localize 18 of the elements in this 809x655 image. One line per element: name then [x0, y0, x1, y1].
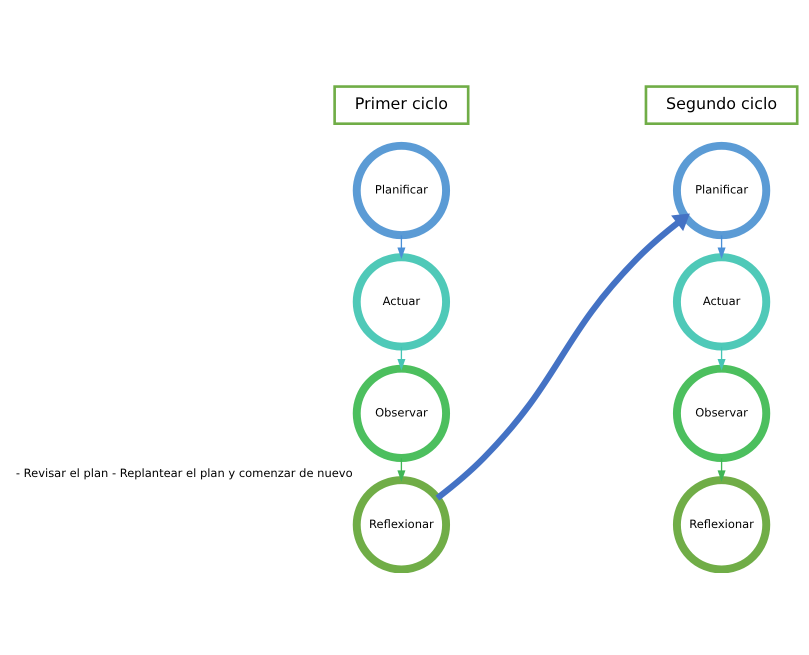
node-circle: Planificar: [672, 141, 770, 239]
node-circle: Observar: [352, 364, 450, 462]
arrow: [436, 213, 690, 500]
node-circle: Reflexionar: [672, 476, 770, 572]
arrow: [397, 234, 406, 259]
arrow: [718, 458, 726, 482]
arrow: [397, 346, 406, 370]
arrow: [397, 458, 406, 482]
node-circle: Observar: [672, 364, 770, 462]
node-circle: Reflexionar: [352, 476, 450, 572]
node-box: Primer ciclo: [333, 84, 470, 125]
node-circle: Planificar: [352, 141, 450, 239]
arrow: [718, 234, 726, 259]
node-circle: Actuar: [672, 252, 770, 350]
arrow: [718, 346, 726, 370]
node-label: - Revisar el plan - Replantear el plan y comenzar de nuevo: [16, 465, 353, 480]
node-circle: Actuar: [352, 252, 450, 350]
node-box: Segundo ciclo: [644, 84, 799, 125]
